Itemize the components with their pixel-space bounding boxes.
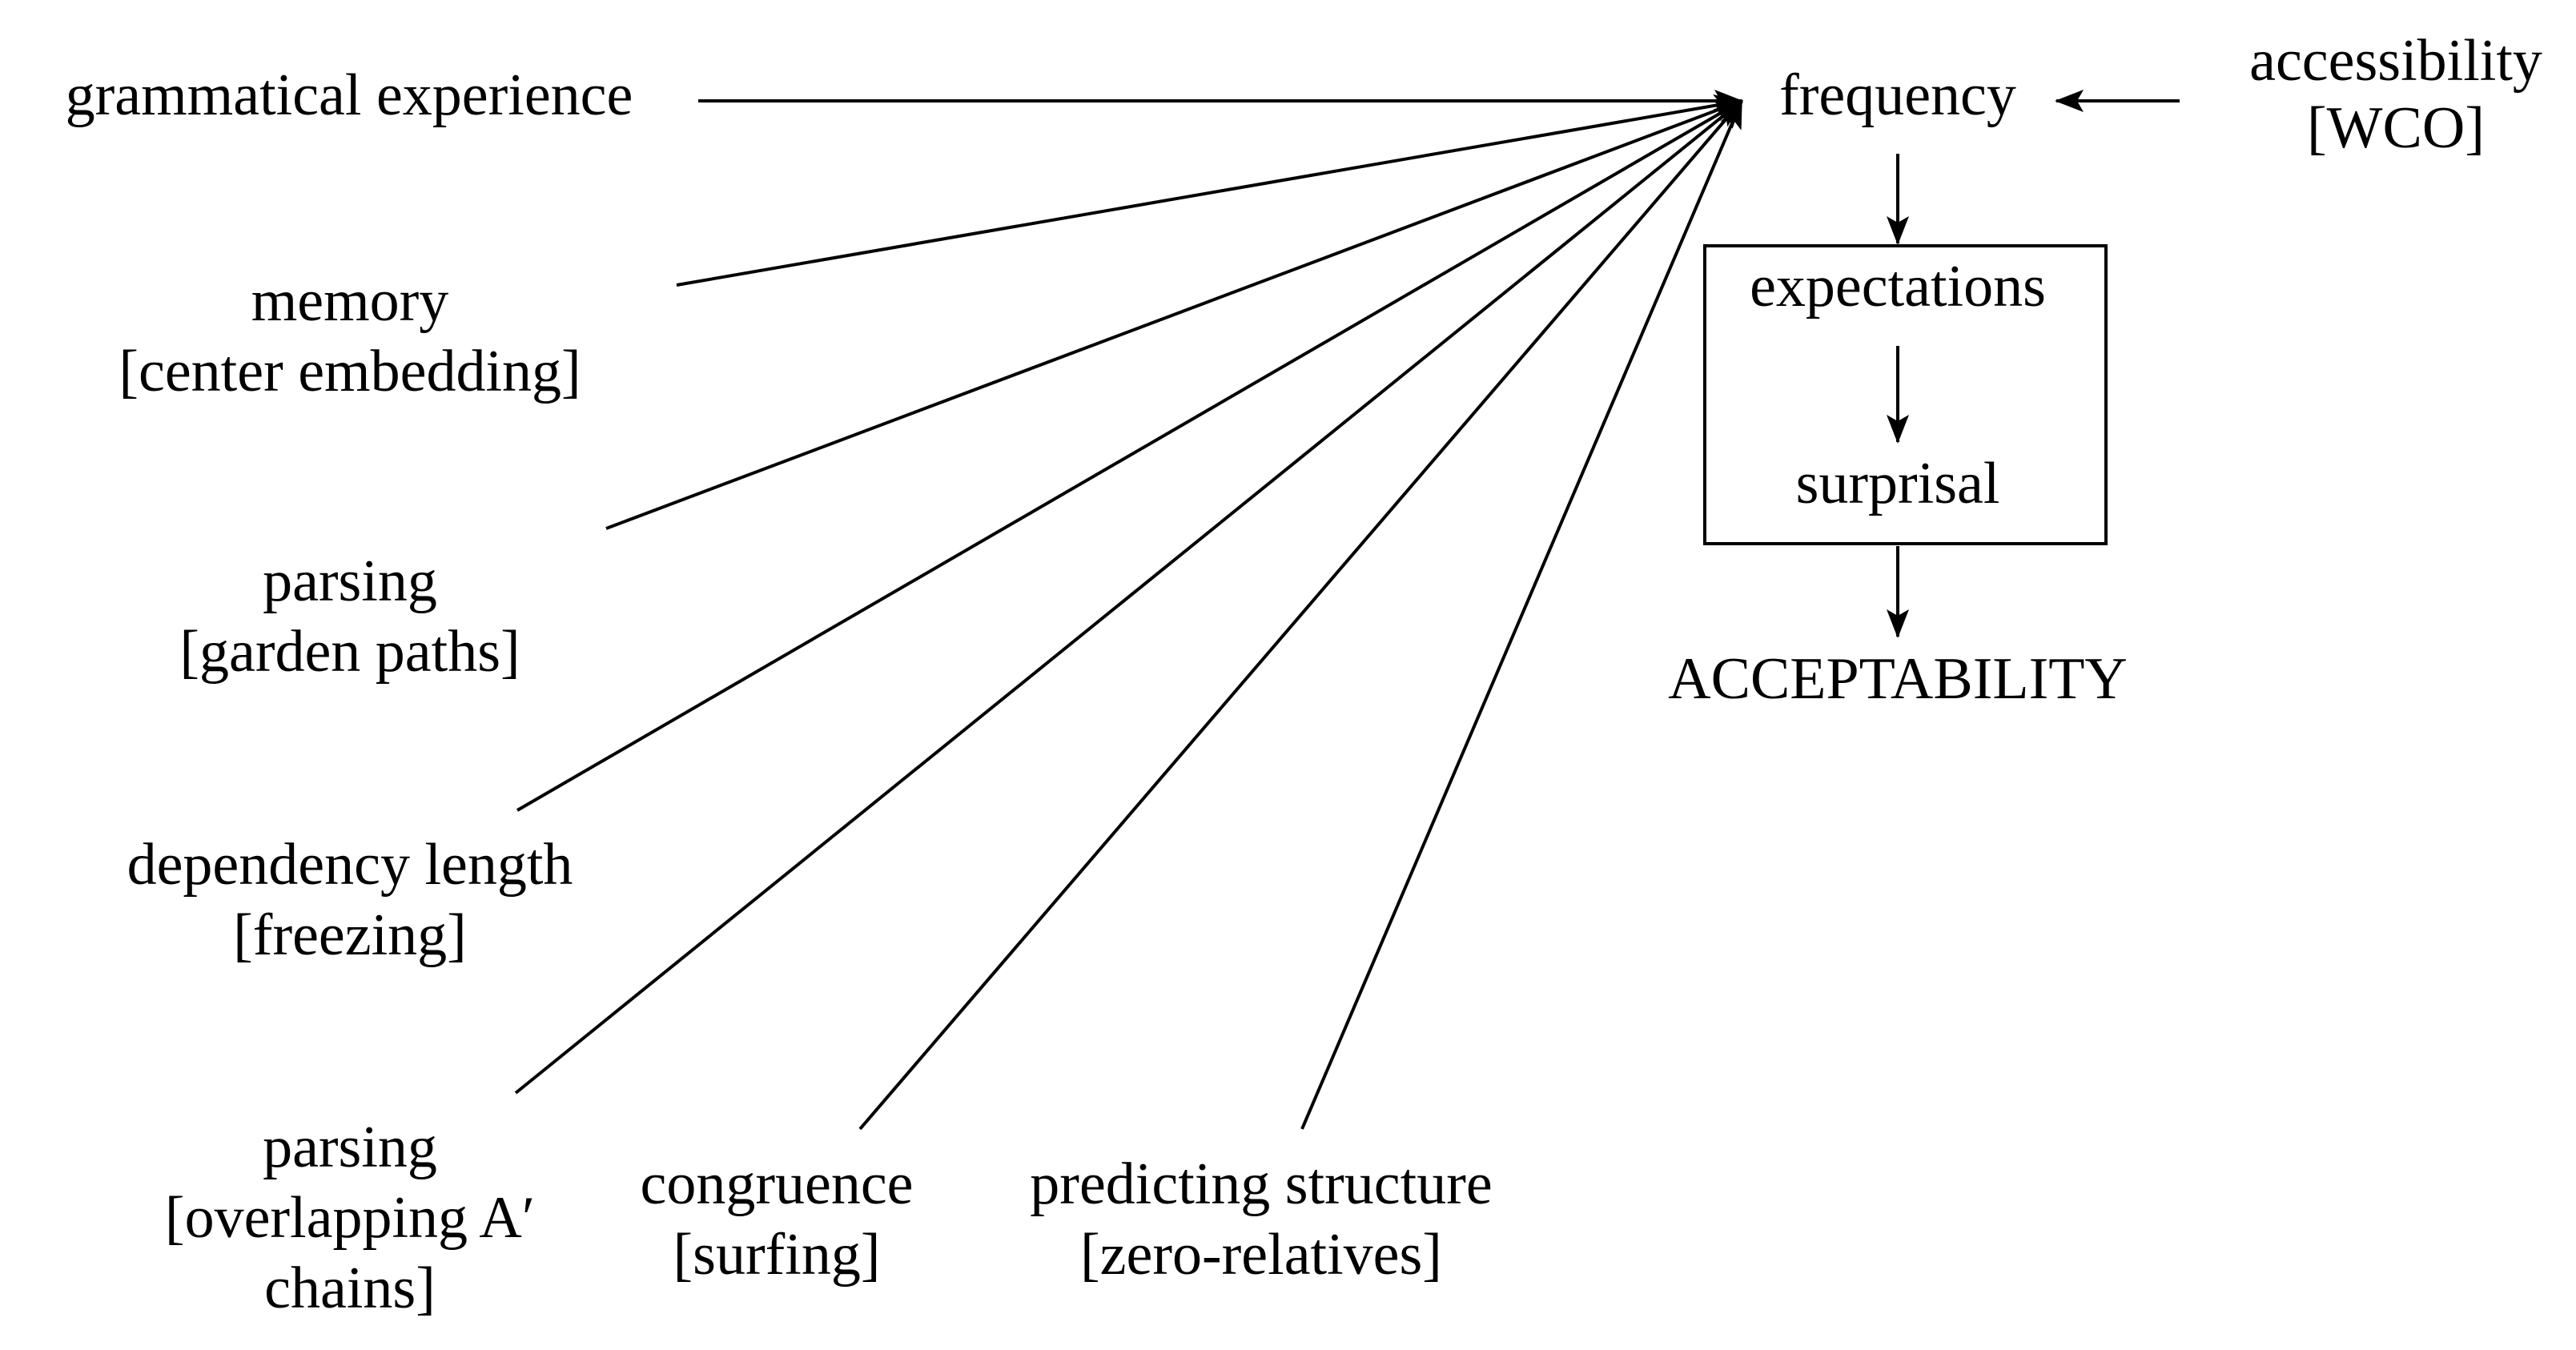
factor-sublabel: [freezing]	[233, 902, 467, 968]
factor-label: predicting structure	[1030, 1151, 1492, 1217]
factor-label: congruence	[640, 1151, 913, 1217]
edge-dependency-length	[516, 99, 1743, 812]
factor-edges	[514, 90, 1743, 1131]
factor-sublabel: [surfing]	[673, 1222, 881, 1288]
factor-grammatical-experience: grammatical experience	[66, 62, 633, 128]
factor-label: parsing	[263, 1115, 437, 1180]
factor-sublabel-continued: chains]	[264, 1256, 436, 1321]
edge-memory	[676, 94, 1743, 287]
expectations-node: expectations	[1750, 254, 2046, 319]
factor-sublabel: [overlapping A′	[165, 1185, 535, 1251]
frequency-node: frequency	[1779, 62, 2016, 128]
factor-sublabel: [garden paths]	[179, 619, 520, 685]
factor-predicting-structure: predicting structure [zero-relatives]	[1030, 1151, 1492, 1288]
factor-label: dependency length	[127, 832, 573, 898]
accessibility-sublabel: [WCO]	[2307, 95, 2485, 161]
edge-predicting-structure	[1300, 99, 1743, 1130]
factor-parsing-overlapping: parsing [overlapping A′ chains]	[165, 1115, 535, 1321]
factor-label: memory	[251, 268, 449, 334]
expectation-surprisal-box	[1703, 244, 2108, 545]
factor-label: parsing	[263, 548, 437, 614]
factor-dependency-length: dependency length [freezing]	[127, 832, 573, 968]
accessibility-label: accessibility	[2249, 28, 2542, 94]
factor-sublabel: [zero-relatives]	[1080, 1222, 1442, 1288]
surprisal-node: surprisal	[1796, 451, 2000, 516]
factor-memory: memory [center embedding]	[119, 268, 581, 404]
factor-sublabel: [center embedding]	[119, 339, 581, 404]
edge-parsing-overlapping	[514, 99, 1743, 1095]
factor-parsing-garden-paths: parsing [garden paths]	[179, 548, 520, 685]
acceptability-node: ACCEPTABILITY	[1668, 646, 2128, 712]
edge-parsing-garden-paths	[605, 99, 1743, 530]
factor-congruence: congruence [surfing]	[640, 1151, 913, 1288]
factor-label: grammatical experience	[66, 62, 633, 128]
edge-congruence	[858, 99, 1743, 1131]
